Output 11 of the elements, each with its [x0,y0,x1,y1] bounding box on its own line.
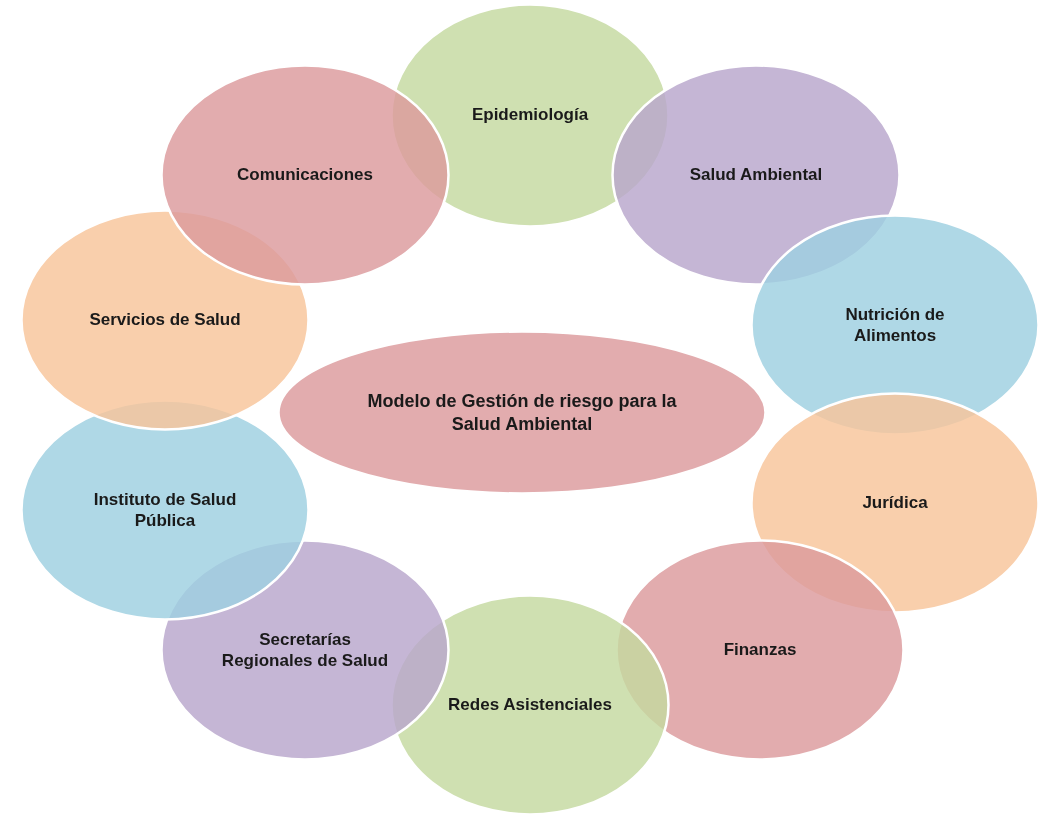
topic-label: Jurídica [861,492,929,514]
topic-label: Epidemiología [470,104,590,126]
center-title: Modelo de Gestión de riesgo para la Salud Ambiental [366,389,678,435]
topic-label: Finanzas [722,639,798,661]
topic-label: Servicios de Salud [88,309,242,331]
topic-label: Nutrición de Alimentos [844,303,946,347]
topic-label: Comunicaciones [235,164,374,186]
topic-label: Secretarías Regionales de Salud [220,628,390,672]
topic-label: Instituto de Salud Pública [92,488,238,532]
topic-label: Redes Asistenciales [447,694,613,716]
topic-label: Salud Ambiental [688,164,824,186]
